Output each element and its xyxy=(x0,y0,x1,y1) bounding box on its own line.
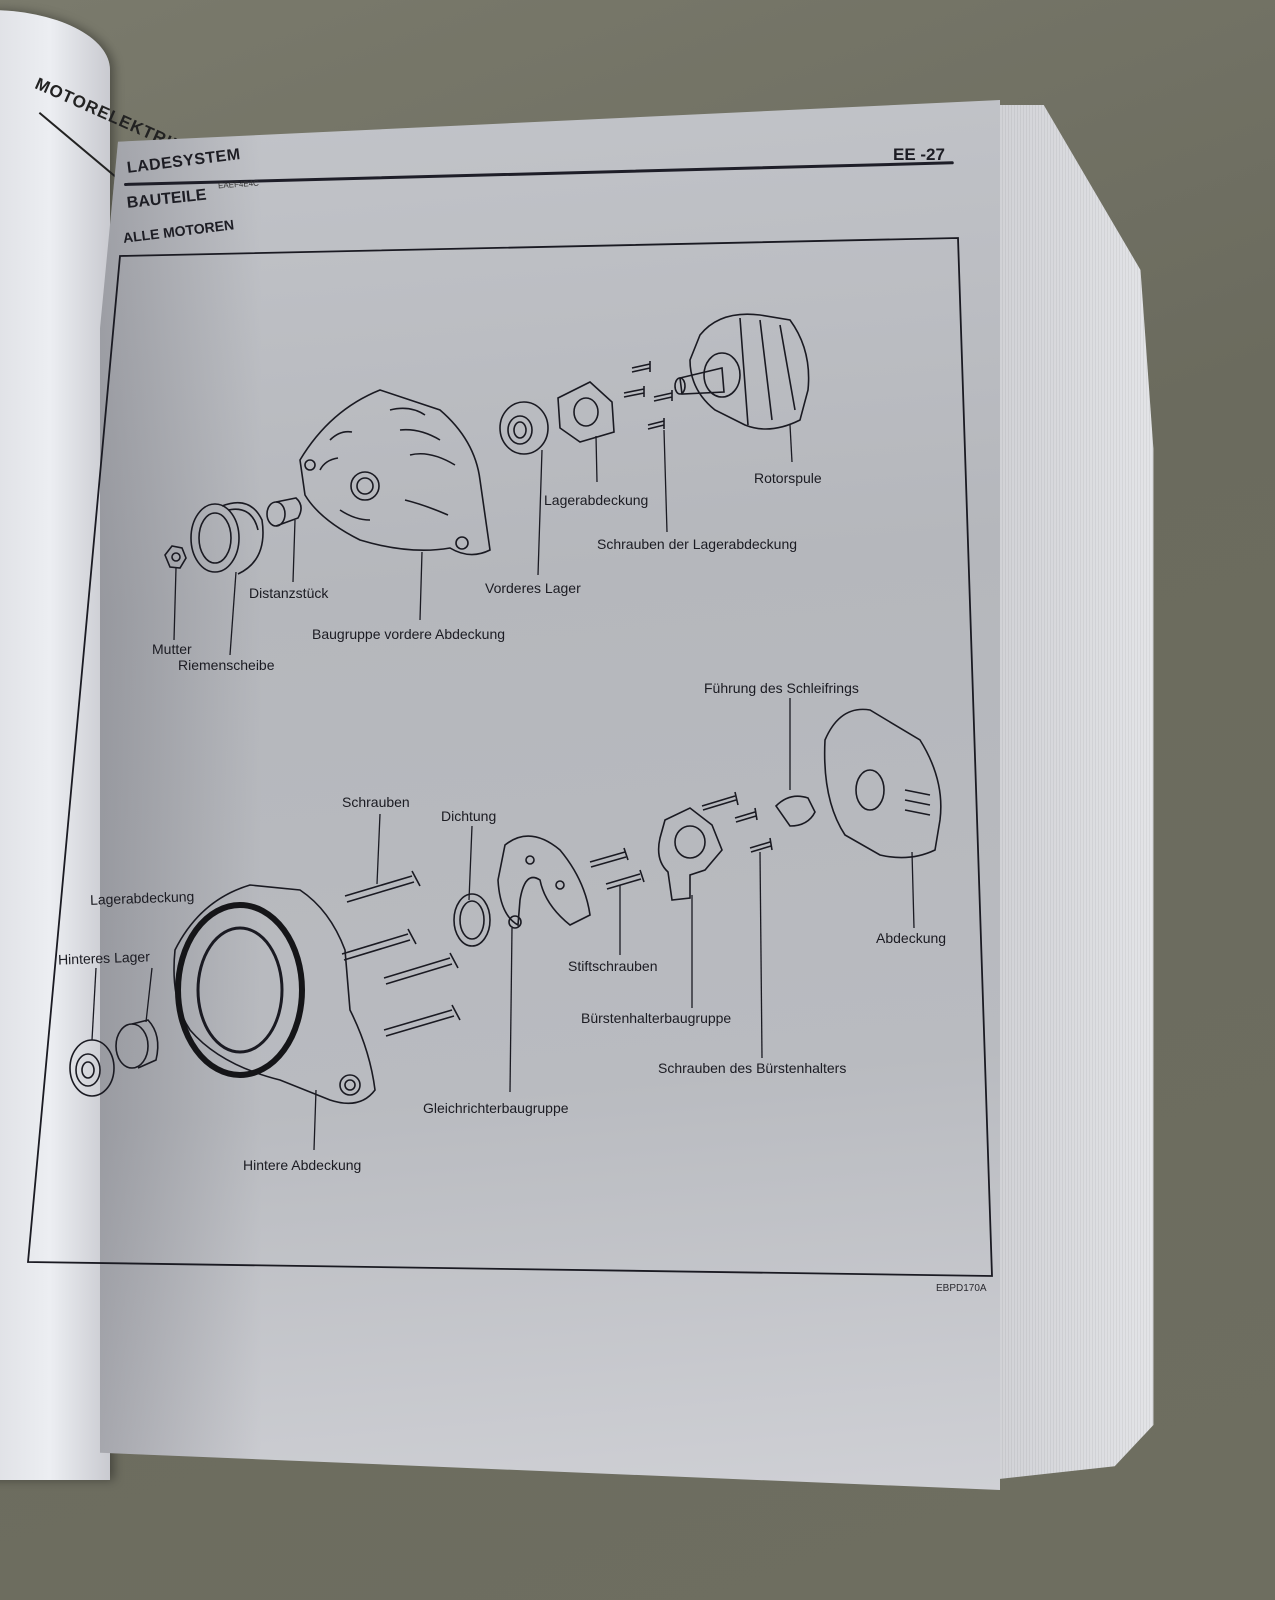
section-title: LADESYSTEM xyxy=(126,146,242,177)
front-bearing-part xyxy=(499,401,549,455)
label-nut: Mutter xyxy=(152,641,192,657)
label-bearing-cover: Lagerabdeckung xyxy=(544,492,649,508)
label-rear-cover: Hintere Abdeckung xyxy=(243,1157,362,1173)
label-front-cover-assembly: Baugruppe vordere Abdeckung xyxy=(312,626,506,642)
gasket-part xyxy=(453,893,491,947)
front-cover-part xyxy=(299,389,491,556)
rectifier-part xyxy=(497,835,591,929)
cover-part xyxy=(823,708,942,859)
bearing-cover-screws-part xyxy=(623,361,673,430)
pulley-part xyxy=(190,501,264,575)
label-front-bearing: Vorderes Lager xyxy=(485,580,581,596)
page-number: EE -27 xyxy=(893,145,945,164)
label-brush-holder-screws: Schrauben des Bürstenhalters xyxy=(658,1060,847,1076)
label-slip-ring-guide: Führung des Schleifrings xyxy=(704,680,859,696)
subsection-title: BAUTEILE xyxy=(126,186,208,212)
rear-bearing-part xyxy=(69,1039,115,1097)
leader-lines-lower xyxy=(91,698,915,1151)
brush-holder-part xyxy=(657,807,723,901)
label-brush-holder-assembly: Bürstenhalterbaugruppe xyxy=(581,1010,732,1026)
through-bolts-part xyxy=(341,870,461,1037)
spacer-part xyxy=(266,497,302,527)
label-gasket: Dichtung xyxy=(441,808,497,824)
label-pulley: Riemenscheibe xyxy=(178,657,275,673)
label-spacer: Distanzstück xyxy=(249,585,329,601)
page-stack-edge xyxy=(990,105,1154,1480)
stud-bolts-part xyxy=(589,847,645,890)
subsection-code: EAEF4E4C xyxy=(217,178,260,191)
label-stud-bolts: Stiftschrauben xyxy=(568,958,658,974)
rotor-coil-part xyxy=(674,313,810,430)
rear-cover-part xyxy=(173,884,376,1105)
label-rectifier-assembly: Gleichrichterbaugruppe xyxy=(423,1100,569,1116)
figure-frame xyxy=(27,237,993,1277)
label-cover: Abdeckung xyxy=(876,930,947,946)
applies-to: ALLE MOTOREN xyxy=(122,216,235,246)
label-screws: Schrauben xyxy=(342,794,410,810)
label-bearing-cover-screws: Schrauben der Lagerabdeckung xyxy=(597,536,798,552)
label-rear-bearing: Hinteres Lager xyxy=(57,948,151,968)
figure-code: EBPD170A xyxy=(936,1283,987,1294)
label-rotor-coil: Rotorspule xyxy=(754,470,822,486)
slip-ring-guide-part xyxy=(774,795,816,827)
brush-holder-screws-part xyxy=(701,791,773,853)
label-rear-bearing-cover: Lagerabdeckung xyxy=(89,888,195,908)
nut-part xyxy=(164,545,187,569)
bearing-cover-part xyxy=(557,381,615,443)
rear-bearing-cover-part xyxy=(115,1019,159,1069)
